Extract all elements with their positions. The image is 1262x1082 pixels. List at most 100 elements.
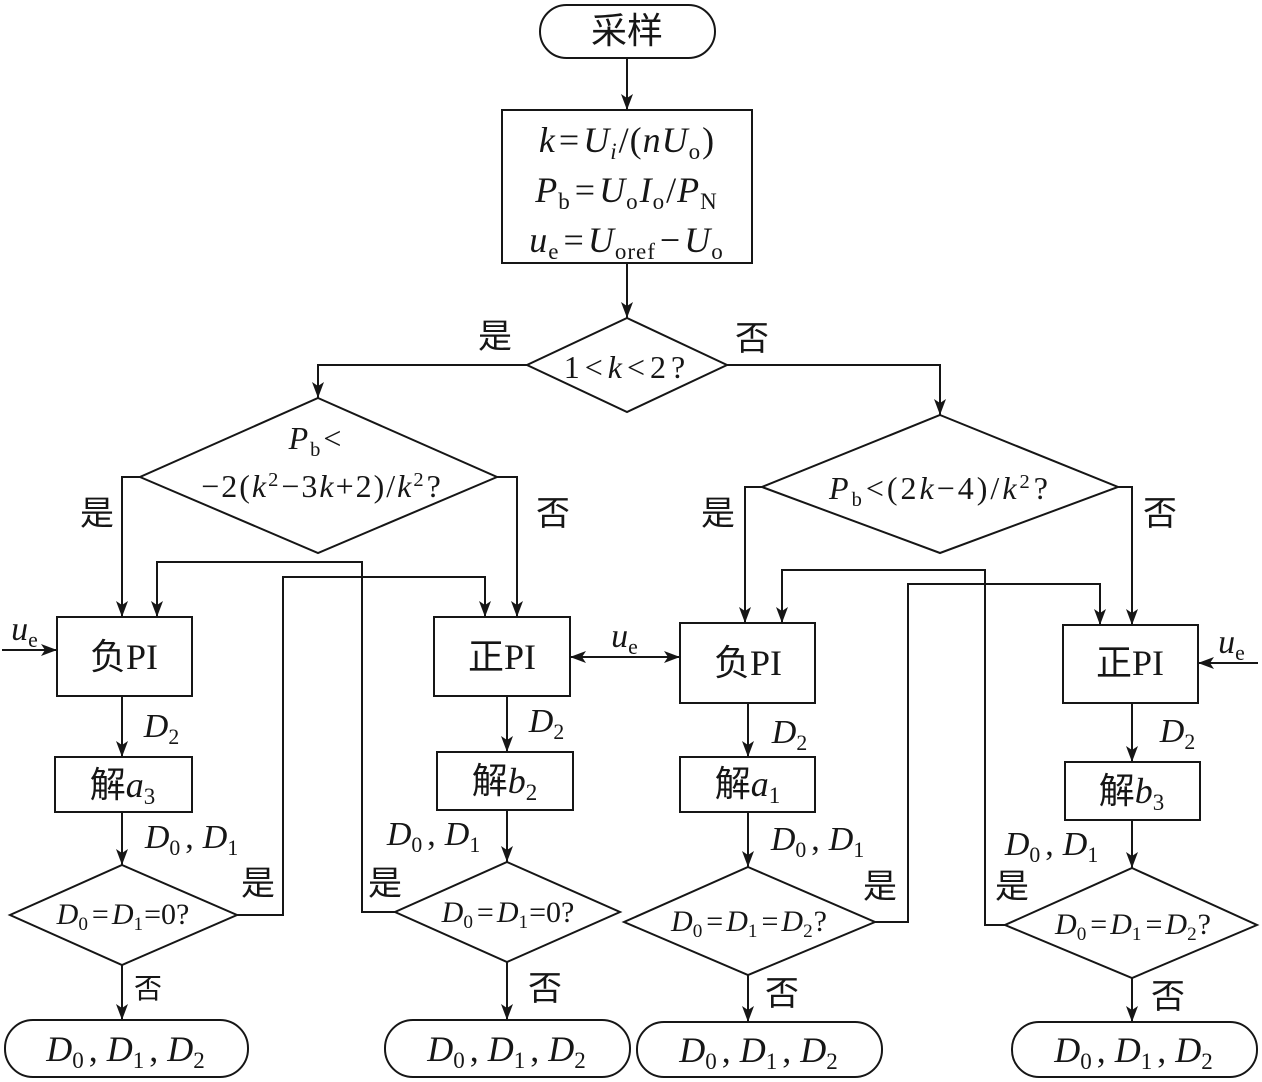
negative-pi-box-left (56, 616, 193, 697)
check-yes-label-col3: 是 (863, 869, 897, 906)
math-subscript: 1 (1087, 842, 1099, 867)
math-subscript: e (628, 634, 638, 659)
math-run: D (528, 703, 554, 740)
math-run: D (770, 821, 796, 858)
math-run: 解 (89, 765, 126, 805)
math-run: D (167, 1029, 194, 1069)
math-run: U (661, 120, 689, 160)
math-run: D (144, 819, 170, 856)
math-superscript: 2 (268, 468, 281, 491)
check-text-col3: D0=D1=D2? (671, 905, 827, 942)
duty-d01-label-col1: D0,D1 (144, 819, 239, 859)
math-run: <(2 (865, 470, 920, 506)
math-subscript: e (548, 238, 560, 265)
math-run: =0? (144, 898, 190, 931)
math-run: D (386, 816, 412, 853)
negative-pi-box-right (679, 622, 816, 704)
math-run: D (111, 898, 134, 931)
decision-right-yes-label: 是 (701, 496, 735, 533)
compute-k-formula: k=Ui/(nUo) (539, 120, 715, 163)
check-yes-label-col1: 是 (241, 866, 275, 903)
math-subscript: 3 (143, 783, 156, 810)
math-subscript: 1 (747, 921, 758, 943)
math-run: < (323, 420, 344, 456)
math-run: u (611, 618, 629, 655)
math-run: k (607, 349, 627, 385)
math-run: U (583, 120, 611, 160)
math-run: D (671, 905, 693, 938)
math-subscript: 2 (553, 719, 565, 744)
math-subscript: 1 (227, 835, 239, 860)
math-subscript: 2 (1187, 924, 1197, 946)
math-subscript: 0 (1076, 924, 1087, 946)
decision-right-no-label: 否 (1143, 496, 1177, 533)
math-subscript: N (700, 188, 718, 215)
math-subscript: 3 (1152, 789, 1165, 816)
math-subscript: o (652, 188, 666, 215)
math-subscript: 1 (518, 912, 529, 934)
math-run: − (659, 220, 682, 260)
check-no-label-col2: 否 (528, 971, 562, 1008)
compute-pb-formula: Pb=UoIo/PN (535, 170, 719, 213)
math-run: 解 (714, 764, 751, 804)
math-subscript: 0 (795, 837, 807, 862)
compute-box (501, 109, 753, 264)
math-subscript: 0 (692, 921, 703, 943)
math-run: = (574, 170, 597, 210)
output-label-col2: D0,D1,D2 (427, 1029, 587, 1072)
math-run: U (599, 170, 627, 210)
math-run: D (444, 816, 470, 853)
output-terminal-col2 (384, 1019, 631, 1078)
math-run: D (1062, 826, 1088, 863)
check-yes-label-col4: 是 (995, 869, 1029, 906)
math-run: D (427, 1029, 454, 1069)
math-subscript: 2 (1201, 1048, 1213, 1075)
math-subscript: 2 (525, 779, 538, 806)
positive-pi-box-left (433, 616, 571, 697)
math-run: u (529, 220, 549, 260)
decision-right-text: Pb<(2k−4)/k2? (829, 470, 1051, 510)
decision-k-yes-label: 是 (478, 319, 512, 356)
math-subscript: 0 (463, 912, 473, 934)
math-run: −3 (281, 468, 320, 504)
math-run: U (684, 220, 712, 260)
math-run: u (1218, 624, 1236, 661)
math-run: D (1159, 713, 1185, 750)
math-run: = (563, 220, 585, 260)
math-run: , (88, 1029, 98, 1069)
decision-k-range (524, 316, 730, 414)
math-subscript: 2 (803, 921, 813, 943)
math-run: <2? (627, 349, 691, 385)
output-terminal-col4 (1011, 1021, 1258, 1078)
math-subscript: 0 (1080, 1048, 1092, 1075)
check-no-label-col3: 否 (765, 976, 799, 1013)
duty-d2-label-col2: D2 (528, 703, 565, 743)
math-run: n (642, 120, 662, 160)
loop-yes-to-positive-pi-left (237, 576, 491, 916)
solve-label-col1: 解a3 (89, 765, 157, 808)
math-run: k (919, 470, 937, 506)
math-run: = (761, 905, 779, 938)
math-run: , (149, 1029, 159, 1069)
math-subscript: i (610, 138, 618, 165)
math-run: D (56, 898, 79, 931)
math-run: / (666, 170, 678, 210)
math-subscript: 1 (1131, 924, 1142, 946)
math-subscript: 1 (513, 1047, 526, 1074)
math-subscript: 0 (453, 1047, 465, 1074)
decision-pb-left (137, 396, 500, 555)
math-subscript: 0 (705, 1048, 717, 1075)
decision-pb-right (759, 413, 1121, 555)
solve-label-col2: 解b2 (472, 763, 539, 804)
math-subscript: 1 (853, 837, 865, 862)
math-subscript: 1 (1140, 1048, 1153, 1075)
math-run: P (677, 170, 701, 210)
math-run: =0? (529, 896, 575, 929)
check-text-col1: D0=D1=0? (56, 898, 190, 935)
compute-ue-formula: ue=Uoref−Uo (529, 220, 724, 263)
arrow-right-yes-to-negative-pi (739, 486, 762, 623)
math-run: D (143, 708, 169, 745)
math-run: D (726, 905, 748, 938)
input-ue-label-middle: ue (611, 618, 639, 658)
